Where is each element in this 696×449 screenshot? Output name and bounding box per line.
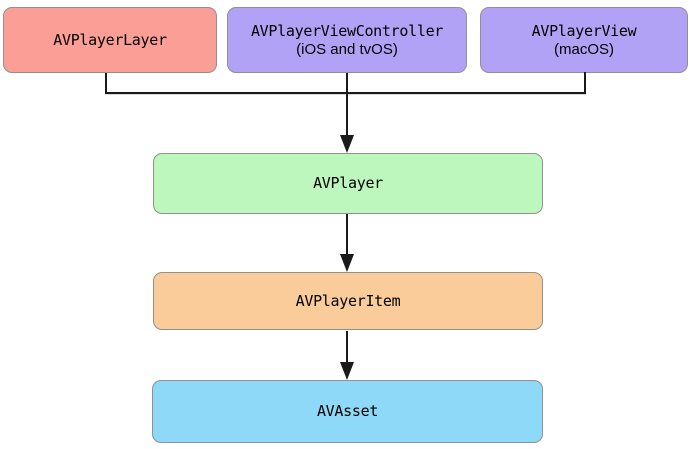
- node-sublabel: (iOS and tvOS): [296, 40, 398, 58]
- arrowhead-to-avplayeritem: [340, 254, 354, 272]
- node-label: AVPlayerLayer: [53, 30, 167, 49]
- node-avplayerlayer: AVPlayerLayer: [3, 7, 217, 73]
- arrowhead-to-avasset: [340, 362, 354, 380]
- node-avplayeritem: AVPlayerItem: [153, 272, 543, 330]
- node-label: AVPlayerView: [531, 21, 637, 40]
- node-label: AVPlayer: [313, 174, 383, 192]
- edge-avplayeritem-to-avasset-line: [346, 331, 348, 365]
- node-avplayerview: AVPlayerView (macOS): [480, 7, 688, 73]
- edge-avplayerlayer-stub: [105, 73, 107, 94]
- node-avplayerviewcontroller: AVPlayerViewController (iOS and tvOS): [227, 7, 467, 73]
- node-label: AVAsset: [316, 402, 379, 420]
- node-sublabel: (macOS): [554, 40, 614, 58]
- edge-avplayer-to-avplayeritem-line: [346, 214, 348, 256]
- node-avasset: AVAsset: [152, 380, 543, 443]
- edge-horizontal-bus: [105, 92, 586, 94]
- node-label: AVPlayerItem: [295, 291, 401, 310]
- edge-avplayerview-stub: [584, 72, 586, 94]
- edge-viewcontroller-to-avplayer-line: [346, 73, 348, 138]
- arrowhead-to-avplayer: [340, 135, 354, 153]
- node-label: AVPlayerViewController: [250, 21, 444, 40]
- node-avplayer: AVPlayer: [153, 153, 543, 214]
